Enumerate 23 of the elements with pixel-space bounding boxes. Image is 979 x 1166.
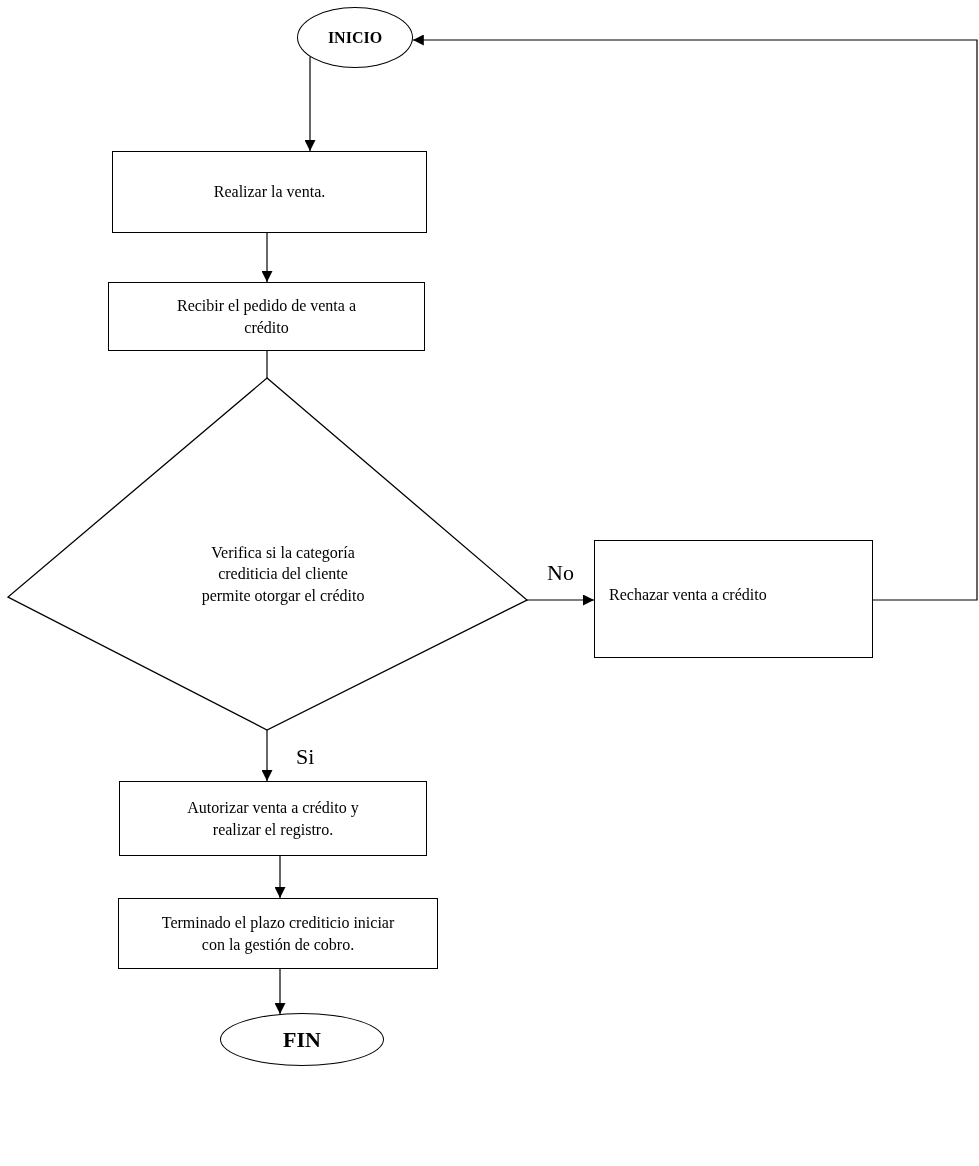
edge-label: Si [296, 746, 315, 768]
arrow [274, 855, 286, 899]
edge-label: No [547, 562, 574, 584]
node-label: FIN [283, 1025, 321, 1054]
arrow [526, 594, 595, 606]
process-box [108, 282, 425, 351]
node-label: Verifica si la categoría crediticia del cliente permite otorgar el crédito [200, 542, 366, 607]
node-label: Realizar la venta. [213, 182, 326, 203]
process-box [118, 898, 438, 969]
arrow [304, 56, 316, 152]
arrow [274, 968, 286, 1015]
process-box [119, 781, 427, 856]
node-label: Recibir el pedido de venta a crédito [175, 295, 357, 338]
process-box [594, 540, 873, 658]
arrow [412, 34, 978, 601]
process-box [112, 151, 427, 233]
decision-diamond [8, 378, 528, 730]
node-label: INICIO [327, 27, 383, 48]
arrow [261, 729, 273, 782]
node-label: Terminado el plazo crediticio iniciar con la gestión de cobro. [160, 912, 396, 956]
arrow [261, 232, 273, 283]
node-label: Autorizar venta a crédito y realizar el registro. [186, 797, 360, 841]
node-label: Rechazar venta a crédito [609, 585, 768, 606]
